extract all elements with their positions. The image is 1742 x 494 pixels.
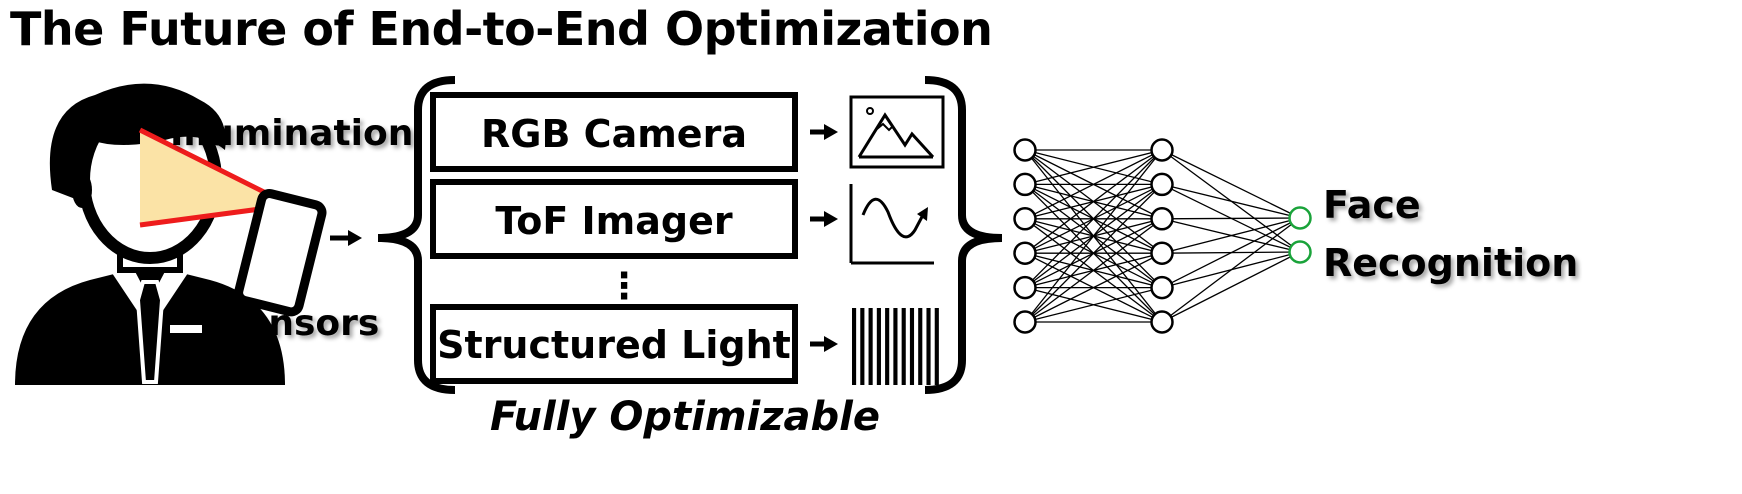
network-edge xyxy=(1024,149,1163,254)
network-edge xyxy=(1161,149,1301,219)
sensor-box-structured-light: Structured Light xyxy=(430,304,798,384)
phone-icon xyxy=(234,189,327,317)
sensors-label: Sensors xyxy=(218,303,379,344)
page-title: The Future of End-to-End Optimization xyxy=(10,2,993,56)
hidden-node xyxy=(1150,310,1174,334)
network-edge xyxy=(1024,218,1163,323)
mountain-image-icon xyxy=(849,95,945,169)
stripe xyxy=(893,308,898,385)
input-node xyxy=(1013,241,1037,265)
sensor-box-tof-imager: ToF Imager xyxy=(430,179,798,259)
stripe-pattern-icon xyxy=(852,308,939,385)
network-edge xyxy=(1024,149,1163,220)
network-edge xyxy=(1161,251,1301,323)
network-edge xyxy=(1161,217,1301,220)
stripe xyxy=(918,308,923,385)
hidden-node xyxy=(1150,275,1174,300)
arrow-right-icon xyxy=(810,336,838,352)
output-node xyxy=(1288,206,1312,230)
stripe xyxy=(926,308,931,385)
network-edge xyxy=(1024,183,1163,323)
sensor-box-label: ToF Imager xyxy=(495,199,733,243)
arrow-right-icon xyxy=(810,211,838,227)
hidden-node xyxy=(1150,207,1174,231)
network-edge xyxy=(1024,149,1163,323)
input-node xyxy=(1013,207,1037,231)
arrow-right-icon xyxy=(810,124,838,140)
network-edge xyxy=(1024,149,1163,289)
curly-brace-icon xyxy=(377,76,456,394)
curly-brace-icon xyxy=(924,76,1003,394)
fully-optimizable-label: Fully Optimizable xyxy=(490,394,880,440)
input-node xyxy=(1013,138,1037,162)
network-edge xyxy=(1024,149,1163,186)
input-node xyxy=(1013,275,1037,300)
network-edge xyxy=(1161,183,1301,219)
stripe xyxy=(901,308,906,385)
input-node xyxy=(1013,310,1037,334)
network-edge xyxy=(1161,217,1301,254)
illumination-label: Illumination xyxy=(170,113,413,154)
network-edge xyxy=(1161,217,1301,289)
input-node xyxy=(1013,172,1037,197)
sensor-box-label: RGB Camera xyxy=(481,112,747,156)
output-node xyxy=(1288,240,1312,264)
signal-wave-icon xyxy=(849,184,934,265)
network-edge xyxy=(1024,286,1163,323)
arrow-right-icon xyxy=(330,230,362,246)
hidden-node xyxy=(1150,241,1174,265)
stripe xyxy=(868,308,873,385)
neural-network-icon xyxy=(1013,138,1312,334)
network-edge xyxy=(1024,252,1163,323)
sensor-box-label: Structured Light xyxy=(437,323,791,367)
hidden-node xyxy=(1150,172,1174,197)
stripe xyxy=(909,308,915,385)
output-label-recognition: Recognition xyxy=(1323,241,1578,285)
ellipsis: ⋮ xyxy=(606,266,642,307)
stripe xyxy=(860,308,865,385)
output-label-face: Face xyxy=(1323,183,1421,227)
stripe xyxy=(852,308,857,385)
stripe xyxy=(876,308,881,385)
stripe xyxy=(885,308,890,385)
network-edge xyxy=(1161,217,1301,323)
stripe xyxy=(934,308,939,385)
sensor-box-rgb-camera: RGB Camera xyxy=(430,92,798,172)
hidden-node xyxy=(1150,138,1174,162)
